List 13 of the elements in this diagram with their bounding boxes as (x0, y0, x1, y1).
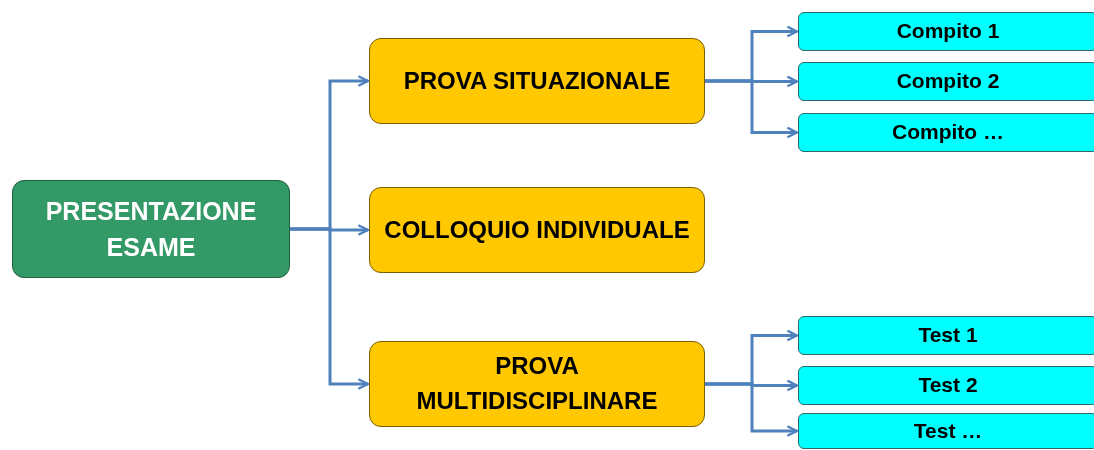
connector-arrow (290, 227, 370, 390)
task-box: Compito … (798, 113, 1094, 152)
connector-arrow (705, 382, 799, 437)
process-box: PROVA SITUAZIONALE (369, 38, 705, 124)
root-box: PRESENTAZIONE ESAME (12, 180, 290, 278)
task-box: Test 2 (798, 366, 1094, 405)
process-box: PROVA MULTIDISCIPLINARE (369, 341, 705, 427)
task-box: Compito 2 (798, 62, 1094, 101)
task-box: Compito 1 (798, 12, 1094, 51)
process-box: COLLOQUIO INDIVIDUALE (369, 187, 705, 273)
task-box: Test … (798, 413, 1094, 449)
connector-arrow (705, 79, 799, 139)
task-box: Test 1 (798, 316, 1094, 355)
